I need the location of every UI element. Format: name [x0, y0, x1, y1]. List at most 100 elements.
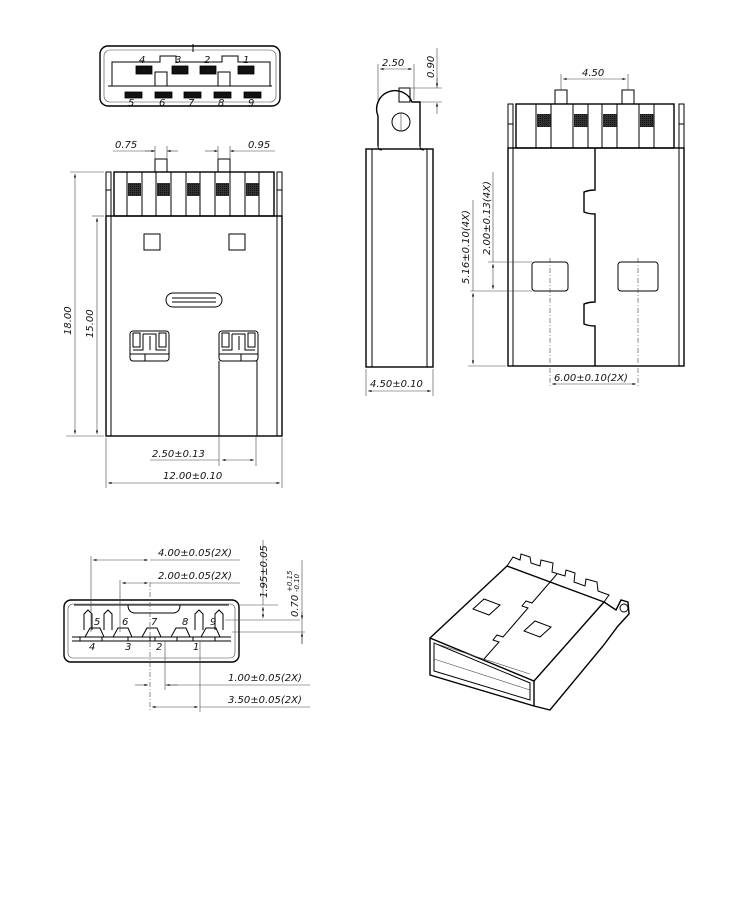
dim-contact-tol-plus: +0.15: [286, 570, 294, 592]
iso-window-right: [523, 620, 552, 638]
dim-pin-offset: 1.00±0.05(2X): [228, 673, 302, 684]
end-contact-5: [84, 627, 105, 638]
top-emboss-slot: [165, 292, 223, 308]
end-view: 5 6 7 8 9 4 3 2 1 4.00±0.05(2X) 2.00±0.0…: [63, 540, 310, 712]
front-contact-8: [213, 91, 232, 99]
top-solder-tab: [246, 183, 259, 196]
side-tab: [375, 89, 421, 146]
top-solder-tab: [216, 183, 229, 196]
iso-opening: [433, 642, 531, 701]
top-solder-tab: [157, 183, 170, 196]
dim-outer-spacing: 4.00±0.05(2X): [158, 548, 232, 559]
rear-solder-tab: [640, 114, 654, 127]
front-contact-4: [135, 65, 153, 75]
front-contact-2: [199, 65, 217, 75]
pin-label: 9: [210, 617, 216, 628]
side-shell: [365, 148, 434, 368]
end-contact-8: [170, 627, 191, 638]
rear-window-right: [617, 261, 659, 292]
top-shell-body: [105, 215, 283, 437]
iso-window-left: [472, 598, 501, 616]
dim-inner-spacing: 2.00±0.05(2X): [158, 571, 232, 582]
pin-label: 5: [128, 98, 134, 109]
pin-label: 7: [188, 98, 195, 109]
pin-label: 6: [159, 98, 165, 109]
dim-window-pos: 5.16±0.10(4X): [461, 210, 472, 284]
rear-seam: [583, 148, 596, 366]
iso-pins: [506, 553, 610, 603]
dim-contact-tol-minus: -0.10: [293, 573, 301, 592]
rear-solder-tab: [603, 114, 617, 127]
top-post-left: [154, 158, 168, 173]
front-key-left: [154, 71, 168, 87]
dim-body-length: 15.00: [85, 309, 96, 338]
end-contact-7: [141, 627, 162, 638]
iso-seam: [483, 573, 558, 660]
front-view: 4 3 2 1 5 6 7 8 9: [99, 44, 281, 109]
end-contact-4: [79, 636, 103, 642]
rear-shell: [507, 147, 685, 367]
end-contact-9: [200, 627, 221, 638]
end-shell-inner: [67, 603, 236, 659]
dim-window-height: 2.00±0.13(4X): [482, 181, 493, 255]
end-center-recess: [127, 604, 181, 614]
pin-label: 7: [151, 617, 158, 628]
dim-overall-length: 18.00: [63, 306, 74, 335]
front-contact-3: [171, 65, 189, 75]
end-contact-6: [112, 627, 133, 638]
end-contact-2: [154, 636, 178, 642]
top-latch-right: [218, 330, 259, 436]
iso-side-face: [533, 599, 630, 711]
front-key-right: [217, 71, 231, 87]
pin-label: 8: [182, 617, 188, 628]
front-contact-6: [154, 91, 173, 99]
top-window-left: [143, 233, 161, 251]
top-solder-tab: [128, 183, 141, 196]
dim-window-spacing: 6.00±0.10(2X): [554, 373, 628, 384]
dim-post-spacing: 4.50: [582, 68, 604, 79]
dim-pin-outer: 3.50±0.05(2X): [228, 695, 302, 706]
iso-tab-hole: [619, 603, 629, 613]
rear-post-left: [554, 89, 568, 105]
dim-tab-height: 0.90: [426, 56, 437, 78]
iso-front-face: [429, 638, 535, 707]
pin-label: 3: [175, 55, 181, 66]
front-contact-5: [124, 91, 143, 99]
rear-solder-tab: [537, 114, 551, 127]
end-contact-3: [127, 636, 151, 642]
dim-post-right: 0.95: [248, 140, 270, 151]
top-window-right: [228, 233, 246, 251]
top-side-tab-right: [276, 171, 283, 217]
top-side-tab-left: [105, 171, 112, 217]
pin-label: 1: [243, 55, 249, 66]
dim-thickness: 4.50±0.10: [370, 379, 423, 390]
end-shell-outer: [63, 599, 240, 663]
front-contact-1: [237, 65, 255, 75]
pin-label: 2: [204, 55, 210, 66]
top-latch-left: [129, 330, 170, 362]
dim-tab-width: 2.50: [382, 58, 404, 69]
dim-width: 12.00±0.10: [163, 471, 222, 482]
pin-label: 3: [125, 642, 131, 653]
dim-contact-height: 0.70: [290, 595, 301, 617]
front-shell-inner: [103, 49, 277, 103]
front-shell-outer: [99, 45, 281, 107]
side-view: 2.50 0.90 4.50±0.10: [365, 48, 442, 396]
rear-view: 4.50 2.00±0.13(4X) 5.16±0.10(4X) 6.00±0.…: [461, 68, 685, 388]
pin-label: 5: [94, 617, 100, 628]
pin-label: 6: [122, 617, 128, 628]
top-solder-tab: [187, 183, 200, 196]
dim-height: 1.95±0.05: [259, 545, 270, 598]
rear-solder-tab: [574, 114, 588, 127]
top-view: 0.75 0.95 18.00 15.00 2.50±0.13 12.00±0.…: [63, 140, 283, 488]
dim-offset: 2.50±0.13: [152, 449, 205, 460]
pin-label: 8: [218, 98, 224, 109]
side-post: [398, 87, 411, 103]
pin-label: 4: [139, 55, 145, 66]
end-contact-1: [192, 636, 216, 642]
pin-label: 9: [248, 98, 254, 109]
front-contact-7: [183, 91, 202, 99]
rear-post-right: [621, 89, 635, 105]
pin-label: 2: [156, 642, 162, 653]
